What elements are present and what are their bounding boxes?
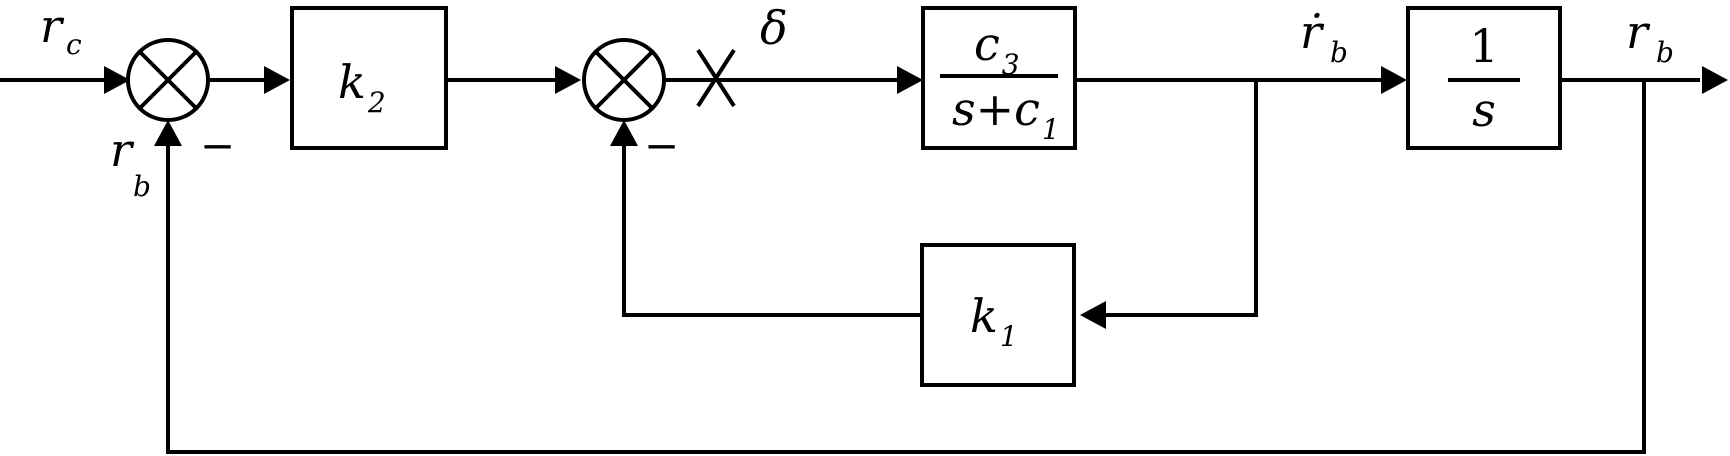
arrow-into-k2-icon	[264, 66, 290, 94]
svg-text:s+c1: s+c1	[952, 82, 1060, 146]
svg-text:k1: k1	[970, 289, 1018, 353]
block-k2: k2	[290, 6, 448, 150]
outer-feedback-wire	[166, 80, 1646, 454]
block-plant: c3 s+c1	[921, 6, 1077, 150]
arrow-into-plant-icon	[897, 66, 923, 94]
svg-text:s: s	[1472, 83, 1496, 137]
sum2-minus-sign: −	[644, 121, 679, 170]
sum1-minus-sign: −	[200, 121, 235, 170]
inner-feedback-branch-wire	[1105, 80, 1258, 317]
signal-label-delta: δ	[760, 1, 788, 55]
summing-junction-2	[582, 38, 666, 122]
svg-text:k2: k2	[338, 55, 386, 119]
summing-junction-1	[126, 38, 210, 122]
arrow-output-icon	[1702, 66, 1728, 94]
arrow-into-integrator-icon	[1381, 66, 1407, 94]
inner-feedback-return-wire	[622, 141, 922, 317]
svg-text:1: 1	[1469, 19, 1498, 73]
signal-label-outer-feedback: rb	[110, 123, 151, 203]
block-integrator: 1 s	[1406, 6, 1562, 150]
arrow-feedback-sum1-icon	[154, 120, 182, 146]
svg-text:c3: c3	[974, 17, 1020, 81]
arrow-into-sum1-icon	[104, 66, 130, 94]
arrow-into-sum2-icon	[555, 66, 581, 94]
arrow-into-k1-icon	[1080, 301, 1106, 329]
arrow-feedback-sum2-icon	[610, 120, 638, 146]
block-k1: k1	[920, 243, 1076, 387]
